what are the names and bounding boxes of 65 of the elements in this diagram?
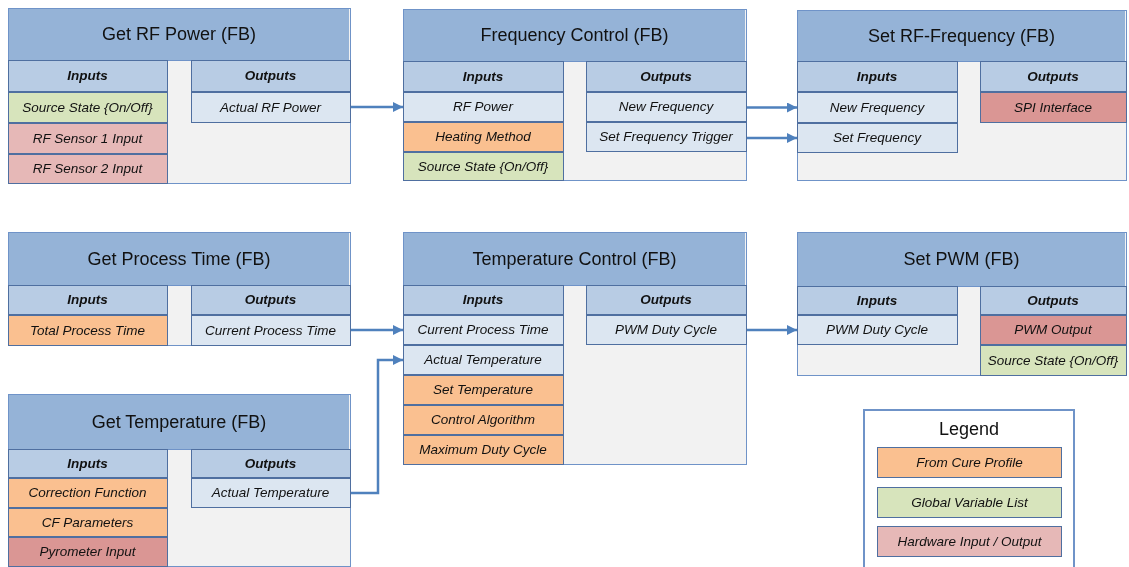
input-cell: Heating Method — [402, 121, 564, 152]
function-block — [8, 232, 351, 346]
input-cell: RF Sensor 1 Input — [7, 122, 168, 154]
function-block — [403, 232, 747, 465]
block-title: Set RF-Frequency (FB) — [798, 11, 1125, 62]
legend-item: From Cure Profile — [877, 447, 1062, 478]
column-header: Inputs — [796, 60, 958, 92]
function-block — [8, 394, 351, 567]
column-header: Outputs — [979, 60, 1127, 92]
column-header: Inputs — [7, 59, 168, 92]
input-cell: Control Algorithm — [402, 404, 564, 435]
input-cell: RF Sensor 2 Input — [7, 153, 168, 184]
output-cell: PWM Duty Cycle — [585, 314, 747, 345]
output-cell: Current Process Time — [190, 314, 351, 346]
input-cell: Current Process Time — [402, 314, 564, 345]
column-header: Outputs — [585, 284, 747, 315]
output-cell: Actual Temperature — [190, 477, 351, 508]
column-header: Inputs — [7, 448, 168, 478]
column-header: Inputs — [402, 60, 564, 92]
arrow — [351, 102, 403, 112]
legend-item: Global Variable List — [877, 486, 1062, 518]
arrow — [747, 133, 797, 143]
block-title: Get Process Time (FB) — [9, 233, 349, 286]
column-header: Outputs — [190, 59, 351, 92]
function-block — [797, 10, 1127, 181]
block-title: Get RF Power (FB) — [9, 9, 349, 61]
input-cell: Total Process Time — [7, 314, 168, 346]
legend-title: Legend — [937, 419, 1001, 440]
input-cell: Set Frequency — [796, 122, 958, 153]
output-cell: New Frequency — [585, 91, 747, 122]
output-cell: Source State {On/Off} — [979, 344, 1127, 376]
input-cell: PWM Duty Cycle — [796, 314, 958, 345]
input-cell: Source State {On/Off} — [402, 151, 564, 181]
input-cell: New Frequency — [796, 91, 958, 123]
column-header: Outputs — [190, 448, 351, 478]
output-cell: SPI Interface — [979, 91, 1127, 123]
arrow — [747, 102, 797, 113]
arrow — [351, 325, 403, 335]
column-header: Inputs — [402, 284, 564, 315]
column-header: Outputs — [190, 284, 351, 315]
input-cell: Set Temperature — [402, 374, 564, 405]
function-block — [797, 232, 1127, 376]
block-title: Set PWM (FB) — [798, 233, 1125, 287]
column-header: Outputs — [979, 285, 1127, 315]
column-header: Inputs — [7, 284, 168, 315]
input-cell: Pyrometer Input — [7, 536, 168, 567]
legend-item: Hardware Input / Output — [877, 526, 1062, 557]
input-cell: Maximum Duty Cycle — [402, 434, 564, 465]
column-header: Outputs — [585, 60, 747, 92]
function-block — [8, 8, 351, 184]
block-title: Frequency Control (FB) — [404, 10, 745, 62]
input-cell: Source State {On/Off} — [7, 91, 168, 123]
block-title: Get Temperature (FB) — [9, 395, 349, 450]
input-cell: CF Parameters — [7, 507, 168, 537]
arrow — [747, 325, 797, 335]
column-header: Inputs — [796, 285, 958, 315]
input-cell: RF Power — [402, 91, 564, 122]
block-title: Temperature Control (FB) — [404, 233, 745, 286]
output-cell: PWM Output — [979, 314, 1127, 345]
input-cell: Correction Function — [7, 477, 168, 508]
input-cell: Actual Temperature — [402, 344, 564, 375]
output-cell: Set Frequency Trigger — [585, 121, 747, 152]
arrow — [351, 355, 403, 495]
output-cell: Actual RF Power — [190, 91, 351, 123]
function-block — [403, 9, 747, 181]
